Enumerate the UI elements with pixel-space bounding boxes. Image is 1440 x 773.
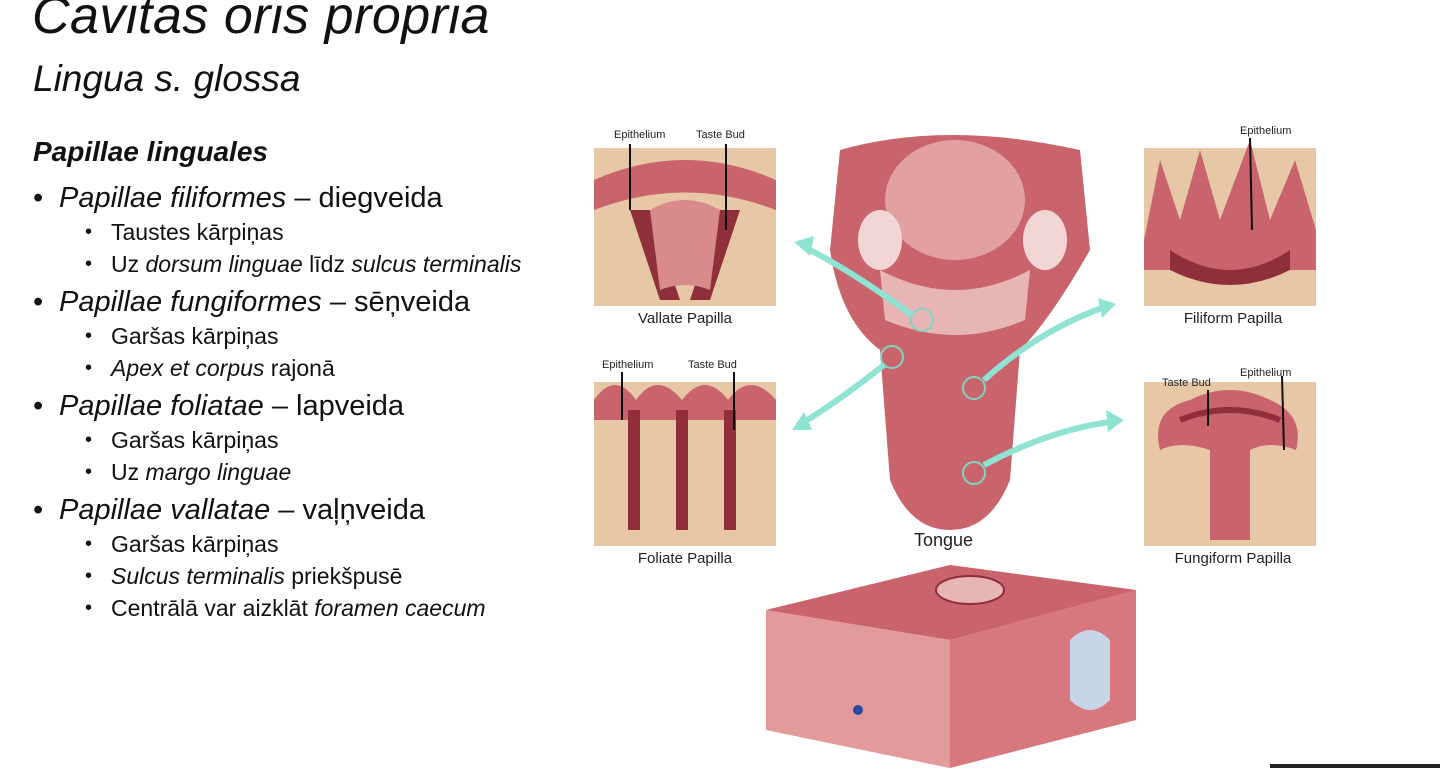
papilla-subitem: Centrālā var aizklāt foramen caecum [33, 592, 593, 624]
subitem-text: Garšas kārpiņas [111, 427, 279, 453]
subitem-text: Garšas kārpiņas [111, 531, 279, 557]
foliate-papilla-image: Epithelium Taste Bud [594, 359, 776, 546]
papilla-item: Papillae vallatae – vaļņveida [33, 492, 593, 528]
papilla-subitem: Garšas kārpiņas [33, 528, 593, 560]
subitem-text: Centrālā var aizklāt [111, 595, 315, 621]
subitem-text: Uz [111, 251, 146, 277]
papilla-subitem: Uz margo linguae [33, 456, 593, 488]
anatomy-illustration: Epithelium Taste Bud Epithelium Taste Bu… [594, 125, 1316, 768]
filiform-papilla-label: Filiform Papilla [1183, 310, 1283, 327]
tissue-block-image [766, 565, 1136, 768]
vallate-papilla-label: Vallate Papilla [638, 310, 732, 327]
pointer-arrows [792, 236, 1124, 468]
vallate-epithelium-callout: Epithelium [614, 129, 665, 141]
foliate-papilla-label: Foliate Papilla [637, 550, 733, 567]
fungiform-taste-bud-callout: Taste Bud [1162, 377, 1211, 389]
subitem-text: Apex et corpus [111, 355, 265, 381]
papilla-item: Papillae filiformes – diegveida [33, 180, 593, 216]
subitem-text: priekšpusē [284, 563, 403, 589]
filiform-epithelium-callout: Epithelium [1240, 125, 1291, 137]
subitem-text: Garšas kārpiņas [111, 323, 279, 349]
subitem-text: rajonā [264, 355, 335, 381]
papilla-name: Papillae fungiformes [59, 286, 322, 318]
papilla-subitem: Sulcus terminalis priekšpusē [33, 560, 593, 592]
filiform-papilla-image: Epithelium [1144, 125, 1316, 306]
subitem-text: sulcus terminalis [351, 251, 522, 277]
papilla-subitem: Garšas kārpiņas [33, 424, 593, 456]
vallate-papilla-image: Epithelium Taste Bud [594, 129, 776, 306]
subitem-text: Sulcus terminalis [111, 563, 285, 589]
subitem-text: dorsum linguae [145, 251, 303, 277]
papilla-name: Papillae foliatae [59, 390, 264, 422]
foliate-taste-bud-callout: Taste Bud [688, 359, 737, 371]
fungiform-epithelium-callout: Epithelium [1240, 367, 1291, 379]
tongue-papillae-figure: Epithelium Taste Bud Epithelium Taste Bu… [590, 120, 1330, 768]
tongue-image: Tongue [830, 135, 1090, 550]
papilla-type: – lapveida [263, 390, 405, 422]
papilla-type: – diegveida [286, 182, 443, 214]
papilla-name: Papillae vallatae [59, 494, 271, 526]
subitem-text: margo linguae [145, 459, 292, 485]
papilla-subitem: Uz dorsum linguae līdz sulcus terminalis [33, 248, 593, 280]
fungiform-papilla-image: Taste Bud Epithelium [1144, 367, 1316, 546]
papilla-subitem: Garšas kārpiņas [33, 320, 593, 352]
foliate-epithelium-callout: Epithelium [602, 359, 653, 371]
slide-subtitle: Lingua s. glossa [33, 58, 301, 99]
papillae-list: Papillae filiformes – diegveidaTaustes k… [33, 180, 593, 628]
papilla-type: – sēņveida [321, 286, 471, 318]
papilla-subitem: Taustes kārpiņas [33, 216, 593, 248]
subitem-text: Uz [111, 459, 146, 485]
subitem-text: foramen caecum [314, 595, 486, 621]
corner-bar [1270, 764, 1440, 768]
item-gap [33, 624, 593, 628]
fungiform-papilla-label: Fungiform Papilla [1174, 550, 1292, 567]
subitem-text: Taustes kārpiņas [111, 219, 284, 245]
papilla-subitem: Apex et corpus rajonā [33, 352, 593, 384]
vallate-taste-bud-callout: Taste Bud [696, 129, 745, 141]
papilla-name: Papillae filiformes [59, 182, 287, 214]
slide-title: Cavitas oris propria [32, 0, 490, 45]
subitem-text: līdz [302, 251, 352, 277]
tongue-label: Tongue [914, 530, 973, 550]
section-heading: Papillae linguales [33, 136, 268, 167]
papilla-type: – vaļņveida [270, 494, 425, 526]
papilla-item: Papillae fungiformes – sēņveida [33, 284, 593, 320]
papilla-item: Papillae foliatae – lapveida [33, 388, 593, 424]
